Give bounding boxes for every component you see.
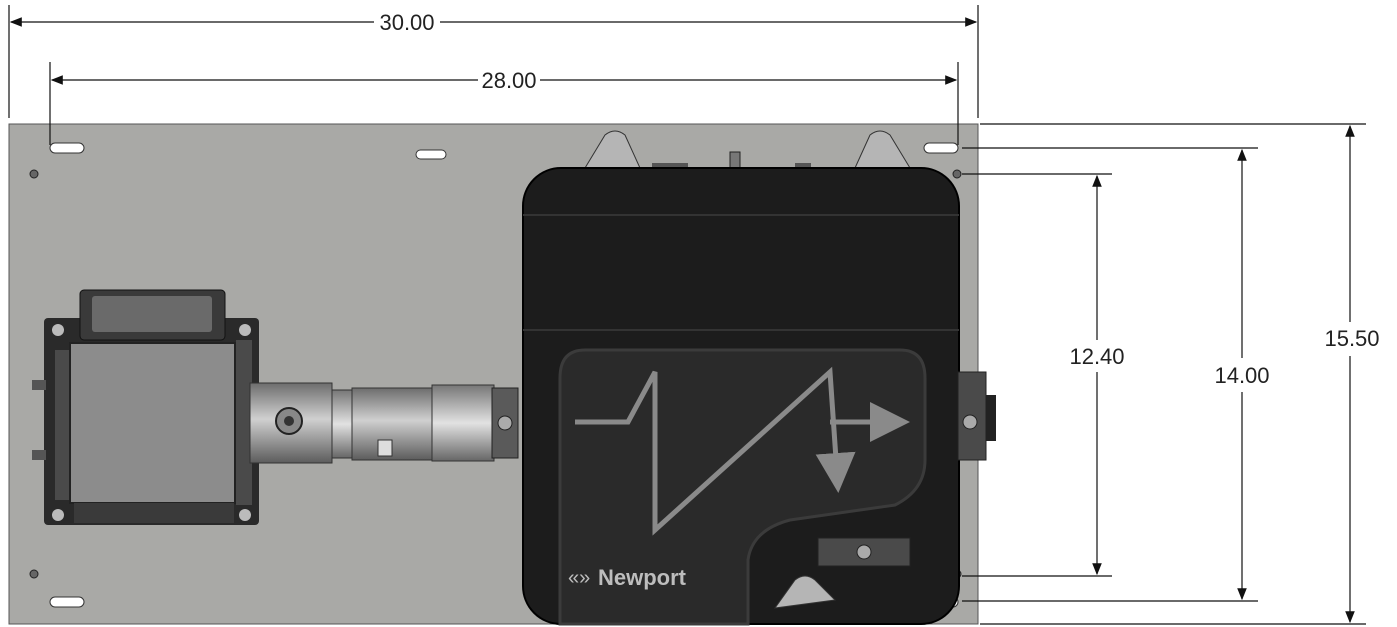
dimension-slot-height: 14.00 (962, 147, 1270, 602)
brand-logo-text: Newport (598, 565, 687, 590)
dimension-label-15-50: 15.50 (1324, 326, 1379, 351)
dimension-label-30: 30.00 (379, 10, 434, 35)
mounting-hole (29, 169, 39, 179)
mounting-hole (29, 569, 39, 579)
dimension-label-12-40: 12.40 (1069, 344, 1124, 369)
svg-text:«»: «» (568, 567, 590, 589)
mounting-slot (415, 149, 447, 160)
mounting-slot (49, 142, 85, 154)
light-path-icon (575, 366, 856, 536)
dimension-label-28: 28.00 (481, 68, 536, 93)
newport-logo: «» Newport (568, 565, 687, 590)
dimension-inner-height: 12.40 (962, 173, 1125, 577)
mounting-slot (49, 596, 85, 608)
dimension-hole-spacing: 28.00 (49, 62, 959, 145)
dimension-overall-width: 30.00 (8, 5, 979, 118)
dimension-overall-height: 15.50 (980, 123, 1380, 625)
mounting-hole (952, 169, 962, 179)
dimension-label-14: 14.00 (1214, 363, 1269, 388)
mounting-slot (923, 142, 959, 154)
monochromator-housing: «» Newport (522, 130, 996, 626)
detector-assembly (32, 289, 259, 525)
lens-tube (249, 382, 519, 464)
